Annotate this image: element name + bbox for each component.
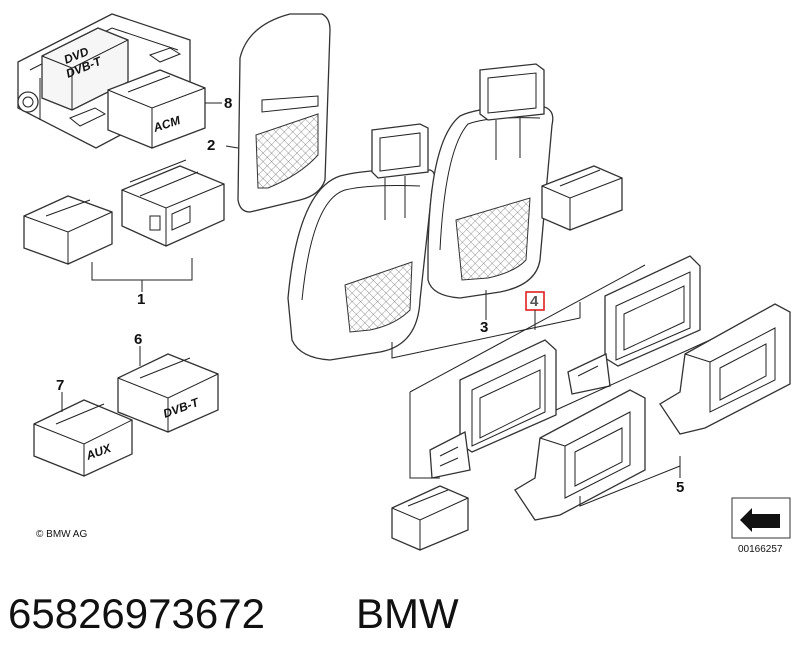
orientation-arrow-icon [731, 497, 791, 539]
callout-1: 1 [137, 291, 145, 308]
cd-changer-unit [121, 159, 225, 247]
seat-back-panel [237, 13, 331, 213]
copyright-text: © BMW AG [36, 529, 87, 540]
seat-back-housing-right [659, 303, 791, 435]
rear-seat-left [287, 123, 436, 361]
part-number: 65826973672 [8, 590, 265, 637]
callout-8: 8 [224, 95, 232, 112]
diagram-number: 00166257 [738, 544, 783, 555]
callout-4: 4 [530, 293, 539, 310]
small-box-right-top [541, 165, 623, 231]
small-box-bottom [391, 485, 469, 551]
brand-name: BMW [356, 590, 459, 637]
box-plain-left [23, 195, 113, 265]
callout-2: 2 [207, 137, 215, 154]
seat-back-housing-left [514, 389, 646, 521]
callout-6: 6 [134, 331, 142, 348]
callout-5: 5 [676, 479, 684, 496]
acm-module-box: ACM [107, 69, 206, 149]
callout-7: 7 [56, 377, 64, 394]
callout-3: 3 [480, 319, 488, 336]
monitor-frame-right [567, 255, 701, 395]
aux-box: AUX [33, 399, 133, 477]
rear-seat-right [427, 63, 554, 299]
dvb-t-box: DVB-T [117, 353, 219, 433]
monitor-frame-left [429, 339, 557, 479]
